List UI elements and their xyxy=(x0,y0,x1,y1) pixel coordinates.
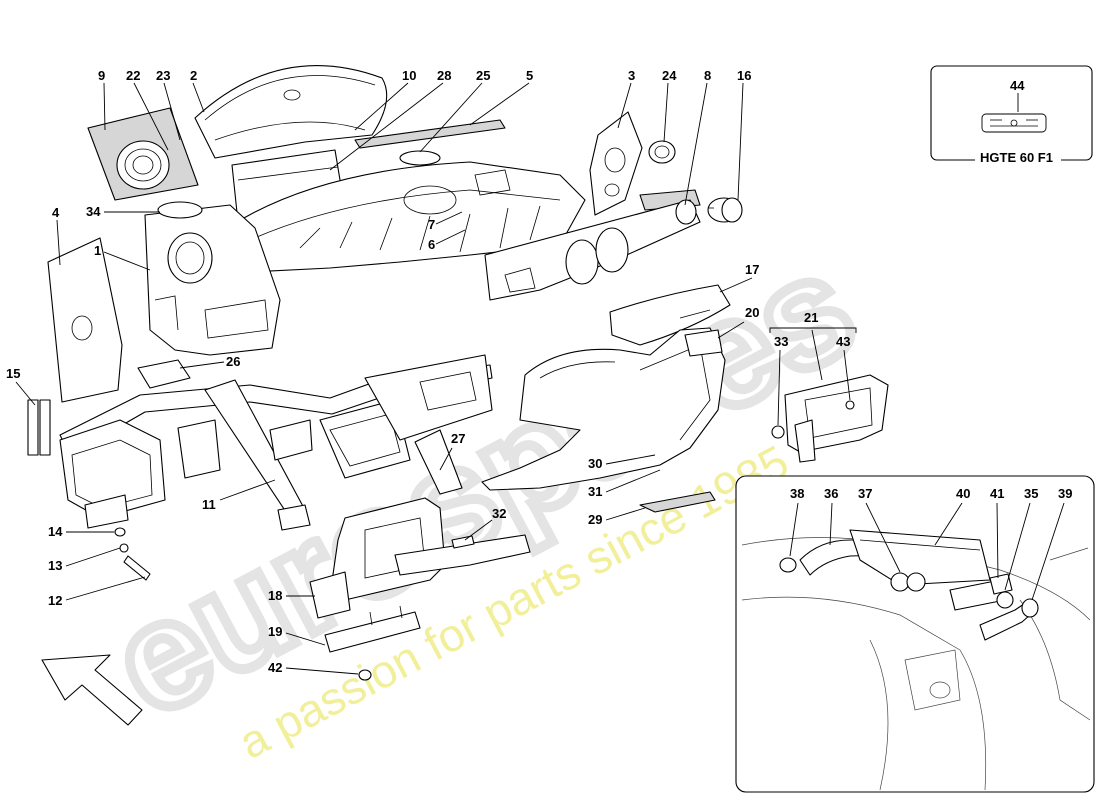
part-24-vent xyxy=(648,140,676,164)
callout-21: 21 xyxy=(804,310,818,325)
part-16-vent-knob xyxy=(707,197,743,223)
duct-location-inset: 38 36 37 40 41 35 39 xyxy=(735,475,1095,793)
callout-4: 4 xyxy=(52,205,60,220)
callout-22: 22 xyxy=(126,68,140,83)
callout-16: 16 xyxy=(737,68,751,83)
callout-36: 36 xyxy=(824,486,838,501)
callout-2: 2 xyxy=(190,68,197,83)
part-3-tweeter-cover xyxy=(589,111,643,216)
callout-28: 28 xyxy=(437,68,451,83)
callout-1: 1 xyxy=(94,243,101,258)
callout-19: 19 xyxy=(268,624,282,639)
callout-42: 42 xyxy=(268,660,282,675)
callout-32: 32 xyxy=(492,506,506,521)
callout-27: 27 xyxy=(451,431,465,446)
callout-14: 14 xyxy=(48,524,63,539)
callout-17: 17 xyxy=(745,262,759,277)
part-21-vent-box xyxy=(771,374,889,463)
callout-29: 29 xyxy=(588,512,602,527)
part-1-left-structure xyxy=(144,201,281,356)
part-18-bracket xyxy=(309,571,351,619)
callout-12: 12 xyxy=(48,593,62,608)
callout-43: 43 xyxy=(836,334,850,349)
callout-20: 20 xyxy=(745,305,759,320)
part-20-lower-shell xyxy=(481,327,726,491)
part-12-bolt xyxy=(114,527,151,581)
variant-inset: 44 HGTE 60 F1 xyxy=(930,65,1093,166)
callout-26: 26 xyxy=(226,354,240,369)
callout-39: 39 xyxy=(1058,486,1072,501)
callout-33: 33 xyxy=(774,334,788,349)
callout-38: 38 xyxy=(790,486,804,501)
part-42-clip xyxy=(358,669,372,681)
callout-8: 8 xyxy=(704,68,711,83)
part-26-bracket xyxy=(137,359,191,389)
callout-9: 9 xyxy=(98,68,105,83)
part-8-console-top xyxy=(484,189,701,301)
callout-5: 5 xyxy=(526,68,533,83)
part-15-bracket xyxy=(27,399,51,456)
callout-41: 41 xyxy=(990,486,1004,501)
part-cross-car-beam xyxy=(59,354,493,531)
callout-10: 10 xyxy=(402,68,416,83)
callout-13: 13 xyxy=(48,558,62,573)
callout-40: 40 xyxy=(956,486,970,501)
callout-37: 37 xyxy=(858,486,872,501)
callout-6: 6 xyxy=(428,237,435,252)
callout-3: 3 xyxy=(628,68,635,83)
callout-25: 25 xyxy=(476,68,490,83)
part-5-defrost-duct xyxy=(354,119,506,166)
callout-30: 30 xyxy=(588,456,602,471)
part-27-bracket xyxy=(414,429,463,495)
callout-11: 11 xyxy=(202,497,216,512)
part-32-glovebox xyxy=(329,497,531,601)
inset-variant-label: HGTE 60 F1 xyxy=(980,150,1053,165)
inset-part-number: 44 xyxy=(1010,78,1025,93)
part-pedal-box-bracket xyxy=(59,419,166,529)
callouts: 9 22 23 2 10 28 25 5 3 24 8 16 4 34 1 26… xyxy=(6,68,857,675)
callout-23: 23 xyxy=(156,68,170,83)
part-2-instrument-hood xyxy=(194,65,388,159)
callout-7: 7 xyxy=(428,217,435,232)
callout-31: 31 xyxy=(588,484,602,499)
part-dashboard-frame xyxy=(231,161,586,273)
callout-18: 18 xyxy=(268,588,282,603)
callout-34: 34 xyxy=(86,204,101,219)
inset-switch-drawing xyxy=(981,113,1047,133)
part-19-rail xyxy=(324,605,421,653)
part-4-side-panel xyxy=(47,237,123,403)
exploded-drawing xyxy=(27,65,889,726)
direction-arrow xyxy=(41,654,143,726)
callout-35: 35 xyxy=(1024,486,1038,501)
part-9-speaker-cover xyxy=(87,107,199,201)
part-29-floor-panel xyxy=(639,491,716,513)
callout-15: 15 xyxy=(6,366,20,381)
part-17-lower-trim xyxy=(609,284,731,346)
callout-24: 24 xyxy=(662,68,677,83)
